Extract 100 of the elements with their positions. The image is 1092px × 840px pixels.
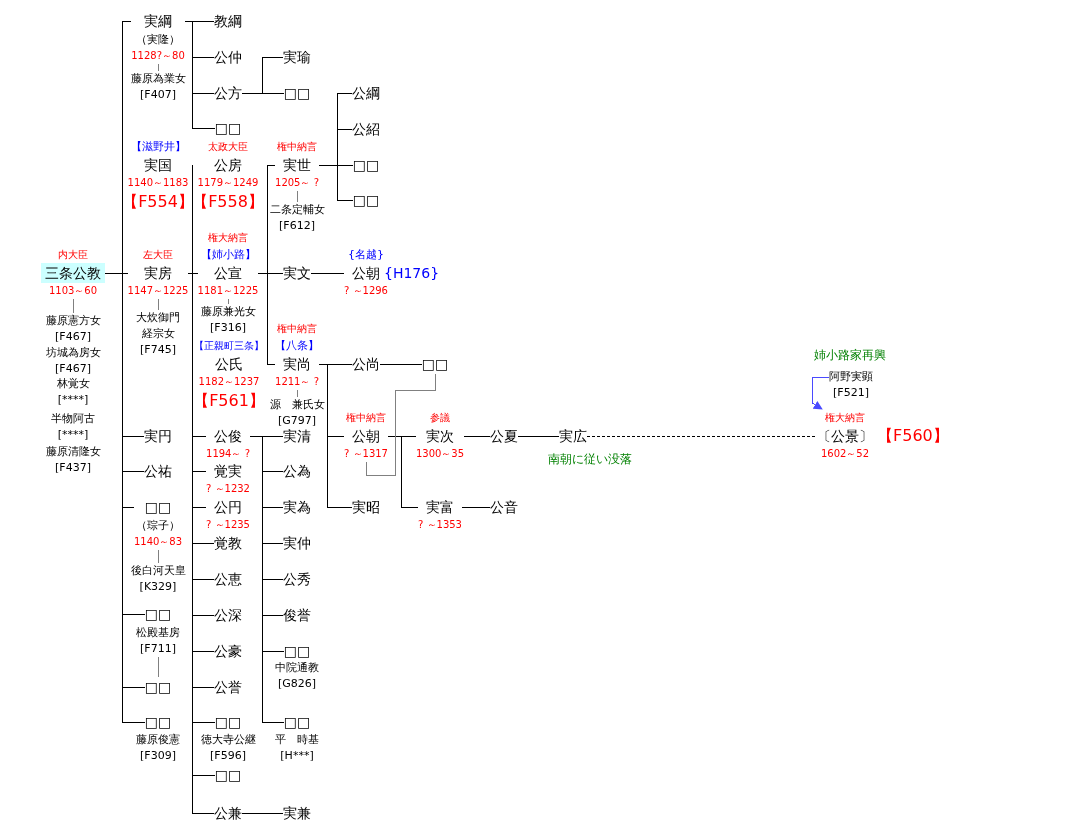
spouse-name: 藤原為業女 bbox=[130, 71, 186, 87]
person-name: □□ bbox=[144, 678, 172, 697]
reference-code: [****] bbox=[57, 392, 89, 408]
spouse-name: 坊城為房女 bbox=[45, 345, 101, 361]
life-dates: 1103～60 bbox=[48, 284, 98, 298]
person-name: □□ bbox=[214, 766, 242, 785]
court-rank: 権大納言 bbox=[825, 411, 865, 425]
person-name: 公紹 bbox=[352, 120, 380, 139]
spouse-name: 藤原俊憲 bbox=[136, 732, 180, 748]
person-name: 公夏 bbox=[490, 427, 518, 446]
connector-line bbox=[241, 92, 285, 94]
spouse-name: 後白河天皇 bbox=[130, 563, 186, 579]
spouse-name: 二条定輔女 bbox=[269, 202, 325, 218]
reference-code: [F521] bbox=[833, 385, 869, 401]
reference-code: [K329] bbox=[139, 579, 177, 595]
alias-name: （実隆） bbox=[136, 32, 180, 48]
note: 姉小路家再興 bbox=[814, 347, 886, 364]
connector-line bbox=[461, 506, 491, 508]
spouse-name: 徳大寺公継 bbox=[200, 732, 256, 748]
person-name: 公円 bbox=[214, 498, 242, 517]
connector-line bbox=[157, 298, 159, 311]
reference-code: [F316] bbox=[210, 320, 246, 336]
person-name: 実円 bbox=[144, 427, 172, 446]
person-name: 公祐 bbox=[144, 462, 172, 481]
life-dates: 1194～ ? bbox=[206, 447, 250, 461]
reference-code: [H***] bbox=[280, 748, 314, 764]
connector-line bbox=[157, 63, 159, 72]
person-name: □□ bbox=[214, 119, 242, 138]
spouse-name: 藤原憲方女 bbox=[45, 313, 101, 329]
connector-line bbox=[257, 272, 276, 365]
reference-code: [G797] bbox=[277, 413, 317, 429]
court-rank: 権中納言 bbox=[277, 140, 317, 154]
reference-code: [F467] bbox=[55, 329, 91, 345]
life-dates: ? ～1235 bbox=[206, 518, 250, 532]
life-dates: 1181～1225 bbox=[197, 284, 259, 298]
person-name: 実尚 bbox=[283, 355, 311, 374]
spouse-name: 藤原清隆女 bbox=[45, 444, 101, 460]
connector-line bbox=[379, 363, 423, 365]
life-dates: 1147～1225 bbox=[127, 284, 189, 298]
person-name: 実国 bbox=[144, 156, 172, 175]
connector-line bbox=[517, 435, 560, 437]
person-name: 教綱 bbox=[214, 12, 242, 31]
reference-code: [G826] bbox=[277, 676, 317, 692]
person-name: 公恵 bbox=[214, 570, 242, 589]
life-dates: 1300～35 bbox=[415, 447, 465, 461]
reference-code: [F309] bbox=[140, 748, 176, 764]
person-name: 公深 bbox=[214, 606, 242, 625]
person-name: 覚実 bbox=[214, 462, 242, 481]
reference-code: [****] bbox=[57, 427, 89, 443]
connector-line bbox=[463, 435, 491, 437]
connector-line bbox=[310, 272, 345, 274]
person-name: □□ bbox=[144, 713, 172, 732]
person-name: 〔公景〕 bbox=[817, 427, 873, 446]
connector-line bbox=[157, 549, 159, 564]
person-name: 公尚 bbox=[352, 355, 380, 374]
person-name: □□ bbox=[283, 84, 311, 103]
life-dates: 1128?～80 bbox=[131, 49, 185, 63]
life-dates: 1179～1249 bbox=[197, 176, 259, 190]
family-branch: 【姉小路】 bbox=[200, 247, 256, 263]
reference-code: {H176} bbox=[384, 264, 440, 283]
connector-line bbox=[365, 373, 436, 476]
life-dates: 1140～1183 bbox=[127, 176, 189, 190]
connector-line bbox=[296, 389, 298, 398]
court-rank: 権大納言 bbox=[208, 231, 248, 245]
person-name: 三条公教 bbox=[41, 263, 105, 283]
court-rank: 参議 bbox=[430, 411, 450, 425]
spouse-name: 半物阿古 bbox=[51, 411, 95, 427]
person-name: □□ bbox=[144, 605, 172, 624]
connector-line bbox=[227, 298, 229, 305]
person-name: 公兼 bbox=[214, 804, 242, 823]
person-name: 実次 bbox=[426, 427, 454, 446]
family-branch: 【八条】 bbox=[275, 338, 319, 354]
person-name: □□ bbox=[283, 713, 311, 732]
family-branch: {名越} bbox=[348, 247, 384, 263]
person-name: □□ bbox=[214, 713, 242, 732]
person-name: □□ bbox=[144, 498, 172, 517]
court-rank: 内大臣 bbox=[58, 248, 88, 262]
life-dates: 1182～1237 bbox=[198, 375, 260, 389]
person-name: 実昭 bbox=[352, 498, 380, 517]
person-name: 実広 bbox=[559, 427, 587, 446]
person-name: 公豪 bbox=[214, 642, 242, 661]
life-dates: ? ～1353 bbox=[418, 518, 462, 532]
person-name: 公音 bbox=[490, 498, 518, 517]
reference-code: 【F554】 bbox=[122, 191, 194, 213]
life-dates: ? ～1296 bbox=[344, 284, 388, 298]
dashed-line bbox=[586, 435, 818, 437]
life-dates: 1140～83 bbox=[133, 535, 183, 549]
spouse-name: 源 兼氏女 bbox=[269, 397, 325, 413]
person-name: 公氏 bbox=[215, 355, 243, 374]
person-name: 俊誉 bbox=[283, 606, 311, 625]
family-branch: 【正親町三条】 bbox=[194, 339, 264, 353]
spouse-name: 平 時基 bbox=[275, 732, 319, 748]
person-name: □□ bbox=[421, 355, 449, 374]
person-name: 公朝 bbox=[352, 264, 380, 283]
connector-line bbox=[387, 435, 419, 508]
person-name: □□ bbox=[352, 191, 380, 210]
reference-code: [F467] bbox=[55, 361, 91, 377]
person-name: 公俊 bbox=[214, 427, 242, 446]
note: 南朝に従い没落 bbox=[548, 451, 632, 468]
person-name: □□ bbox=[352, 156, 380, 175]
